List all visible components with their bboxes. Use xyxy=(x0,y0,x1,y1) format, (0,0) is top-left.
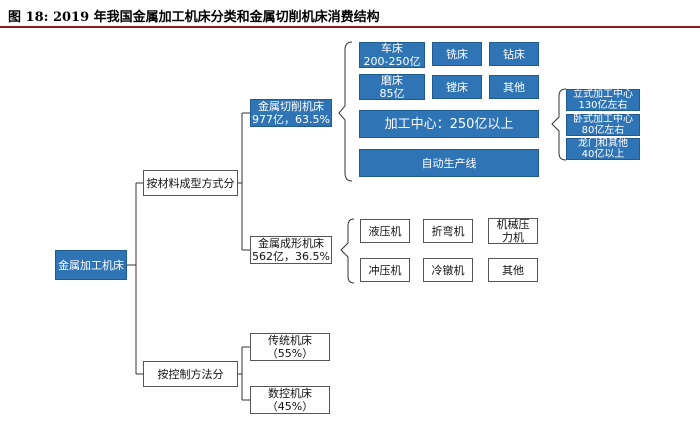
machining-center-vertical: 立式加工中心 130亿左右 xyxy=(566,89,640,111)
root-node: 金属加工机床 xyxy=(55,250,127,280)
machining-center-horizontal: 卧式加工中心 80亿左右 xyxy=(566,114,640,136)
category-by-material: 按材料成型方式分 xyxy=(143,170,238,196)
forming-item-bending: 折弯机 xyxy=(423,219,473,243)
cutting-item-boring: 镗床 xyxy=(432,75,482,99)
cutting-item-other: 其他 xyxy=(489,75,539,99)
brace-machining-center xyxy=(551,88,567,161)
brace-forming xyxy=(340,218,355,284)
cutting-item-drilling: 钻床 xyxy=(489,42,539,66)
brace-cutting xyxy=(338,41,353,182)
page-title: 图 18: 2019 年我国金属加工机床分类和金属切削机床消费结构 xyxy=(8,10,380,25)
node-cutting: 金属切削机床 977亿，63.5% xyxy=(250,99,332,127)
machining-center-gantry: 龙门和其他 40亿以上 xyxy=(566,138,640,160)
forming-item-mechanical-press: 机械压 力机 xyxy=(488,218,538,244)
node-forming: 金属成形机床 562亿，36.5% xyxy=(250,236,332,264)
forming-item-cold-forging: 冷镦机 xyxy=(423,258,473,282)
forming-item-other: 其他 xyxy=(488,258,538,282)
category-by-control: 按控制方法分 xyxy=(143,361,238,387)
title-rule xyxy=(0,26,700,28)
cutting-item-machining-center: 加工中心：250亿以上 xyxy=(359,110,539,138)
cutting-item-grinding: 磨床 85亿 xyxy=(359,74,425,100)
control-item-traditional: 传统机床 （55%） xyxy=(250,333,330,361)
cutting-item-automatic-line: 自动生产线 xyxy=(359,149,539,177)
cutting-item-milling: 铣床 xyxy=(432,42,482,66)
forming-item-punch-press: 冲压机 xyxy=(360,258,410,282)
forming-item-hydraulic-press: 液压机 xyxy=(360,219,410,243)
control-item-cnc: 数控机床 （45%） xyxy=(250,386,330,414)
cutting-item-lathe: 车床 200-250亿 xyxy=(359,42,425,68)
